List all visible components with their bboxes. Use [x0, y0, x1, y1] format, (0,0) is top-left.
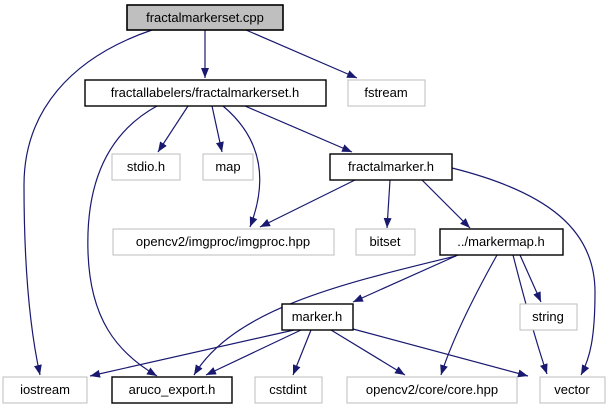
node-map: map — [202, 153, 254, 181]
edge-marker-h-to-iostream — [89, 329, 295, 378]
node-label: map — [215, 159, 240, 174]
node-iostream: iostream — [2, 376, 88, 404]
edge-marker-h-to-vector — [352, 328, 529, 378]
node-label: opencv2/core/core.hpp — [366, 382, 498, 397]
node-label: fractallabelers/fractalmarkerset.h — [111, 85, 300, 100]
node-markermap-h[interactable]: ../markermap.h — [439, 228, 564, 256]
edge-fractallabelers-to-imgproc — [222, 105, 261, 228]
node-marker-h[interactable]: marker.h — [281, 303, 354, 331]
node-label: opencv2/imgproc/imgproc.hpp — [136, 234, 310, 249]
edge-fractalmarker-h-to-markermap-h — [421, 179, 471, 229]
node-label: string — [532, 309, 564, 324]
node-vector: vector — [539, 376, 606, 404]
edge-fractallabelers-to-map — [211, 105, 224, 153]
node-label: fstream — [364, 85, 407, 100]
node-bitset: bitset — [355, 228, 416, 256]
edge-fractalmarker-h-to-imgproc — [259, 179, 356, 228]
node-label: bitset — [369, 234, 400, 249]
node-string: string — [519, 303, 578, 331]
edge-markermap-h-to-core-hpp — [440, 254, 498, 376]
edge-markermap-h-to-aruco-export-h — [193, 255, 457, 376]
node-label: aruco_export.h — [129, 382, 216, 397]
node-fractallabelers-fractalmarkerset-h[interactable]: fractallabelers/fractalmarkerset.h — [84, 79, 327, 107]
node-fractalmarker-h[interactable]: fractalmarker.h — [329, 153, 453, 181]
edge-root-to-iostream — [23, 29, 153, 376]
edge-root-to-fstream — [245, 29, 358, 79]
node-opencv2-core-core-hpp: opencv2/core/core.hpp — [346, 376, 518, 404]
node-label: ../markermap.h — [457, 234, 544, 249]
edges — [23, 29, 596, 378]
node-fractalmarkerset-cpp: fractalmarkerset.cpp — [126, 4, 284, 31]
node-label: vector — [554, 382, 590, 397]
edge-marker-h-to-cstdint — [292, 329, 312, 376]
node-label: fractalmarkerset.cpp — [146, 10, 264, 25]
edge-fractalmarker-h-to-vector — [451, 167, 596, 376]
edge-fractallabelers-to-stdio-h — [157, 105, 189, 153]
node-label: marker.h — [292, 309, 343, 324]
node-opencv2-imgproc-imgproc-hpp: opencv2/imgproc/imgproc.hpp — [112, 228, 335, 256]
edge-fractalmarker-h-to-bitset — [383, 179, 392, 229]
node-label: iostream — [20, 382, 70, 397]
node-label: cstdint — [269, 382, 307, 397]
edge-marker-h-to-core-hpp — [330, 329, 406, 376]
node-cstdint: cstdint — [254, 376, 323, 404]
edge-fractallabelers-to-aruco-export-h — [87, 105, 158, 377]
edge-markermap-h-to-string — [519, 254, 542, 303]
node-label: fractalmarker.h — [348, 159, 434, 174]
node-fstream: fstream — [347, 79, 426, 107]
node-stdio-h: stdio.h — [111, 153, 181, 181]
edge-fractallabelers-to-fractalmarker-h — [244, 105, 353, 153]
node-aruco-export-h[interactable]: aruco_export.h — [111, 376, 233, 404]
edge-markermap-h-to-marker-h — [352, 254, 459, 303]
nodes: fractalmarkerset.cpp fractallabelers/fra… — [2, 4, 606, 404]
edge-marker-h-to-aruco-export-h — [205, 329, 302, 376]
node-label: stdio.h — [127, 159, 165, 174]
